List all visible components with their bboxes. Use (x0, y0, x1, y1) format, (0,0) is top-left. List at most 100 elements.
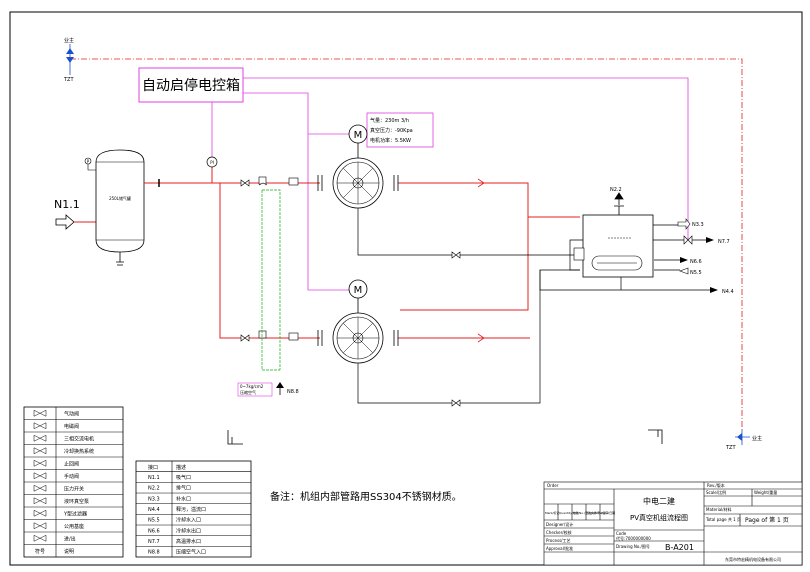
common-base-right (648, 429, 663, 444)
owner-right-label: 业主 (752, 435, 762, 442)
pressure-indicator-icon (206, 156, 218, 168)
port-table-desc: 补水口 (176, 495, 191, 502)
vacuum-header (144, 166, 580, 339)
tb-checker: Checker/校核 (546, 529, 572, 535)
port-n2-2-label: N2.2 (610, 187, 622, 193)
port-table-header-port: 接口 (148, 464, 158, 471)
owner-right: 业主 TZT (725, 430, 762, 451)
port-table-port: N3.3 (148, 496, 160, 502)
inlet-n5-icon (679, 267, 689, 275)
outlet-n4-icon (710, 287, 718, 293)
port-table-port: N4.4 (148, 507, 160, 513)
manual-valve-icon (33, 472, 47, 480)
spec-line-2: 真空压力：-90Kpa (370, 127, 413, 134)
tb-col-file: File No./更改文件号 (573, 510, 600, 515)
tb-rev-label: Rev./版本 (707, 482, 725, 488)
discharge-flow-arrows (477, 178, 485, 343)
legend-item-label: 气动阀 (64, 410, 79, 417)
separator-tank (573, 205, 654, 290)
pressure-switch-icon (33, 484, 47, 492)
owner-top: 业主 TZT (63, 37, 74, 83)
port-n8-8-label: N8.8 (287, 389, 299, 395)
y-strainer-icon (33, 509, 47, 517)
control-signal-lines (211, 77, 689, 291)
legend-item-label: 冷却换热系统 (64, 448, 94, 455)
motor-1-label: M (354, 130, 363, 141)
drawing-border (9, 11, 803, 566)
owner-right-tag: TZT (725, 445, 736, 451)
vacuum-pump-2 (317, 298, 399, 364)
port-table-port: N1.1 (148, 475, 160, 481)
legend-item-label: 手动阀 (64, 473, 79, 480)
port-table-port: N8.8 (148, 550, 160, 556)
n8-port: 0~7kg/cm2 压缩空气 N8.8 (237, 382, 299, 397)
tb-project-title: 中电二建 (643, 496, 675, 506)
pi-label: PI (210, 160, 214, 165)
owner-top-tag: TZT (63, 77, 74, 83)
port-table-desc: 排气口 (176, 485, 191, 492)
spec-box (366, 112, 434, 148)
tb-process: Process/工艺 (546, 538, 571, 543)
port-table-port: N2.2 (148, 486, 160, 492)
exhaust-arrow-icon (614, 192, 624, 205)
port-table-port: N6.6 (148, 528, 160, 534)
port-table-port: N5.5 (148, 518, 160, 524)
three-phase-motor-icon (33, 434, 47, 442)
owner-signal-line (70, 58, 743, 430)
spec-line-1: 气量：230m 3/h (370, 117, 409, 124)
port-table-desc: 压缩空气入口 (176, 549, 206, 556)
tb-col-date: Date/日期 (601, 510, 615, 515)
tank-label: 250L储气罐 (109, 195, 131, 201)
port-table: 接口 描述 N1.1 吸气口 N2.2 排气口 N3.3 补水口 N4.4 释污，溢流口 N5.… (135, 460, 252, 558)
compressed-air-line (261, 189, 281, 371)
cooling-system-icon (33, 447, 47, 455)
port-table-desc: 高温排水口 (176, 538, 201, 545)
upper-line-valves (240, 176, 299, 187)
tb-page-of: Page of 第 1 页 (745, 516, 789, 524)
port-table-desc: 释污，溢流口 (176, 506, 206, 513)
port-n7-7-label: N7.7 (718, 239, 730, 245)
tank-gauge-label: P (87, 159, 90, 164)
tb-weight: Weight/重量 (754, 489, 777, 495)
n8-note-1: 0~7kg/cm2 (240, 384, 264, 389)
in-out-arrow-icon (33, 534, 47, 542)
pneumatic-valve-icon (33, 409, 47, 417)
check-valve-icon (33, 459, 47, 467)
cooling-water-lines (357, 208, 710, 404)
tb-material: Material/材料 (706, 506, 732, 512)
outlet-n6-icon (680, 257, 688, 263)
tb-approval: Approval/批准 (546, 545, 573, 551)
control-box (138, 67, 244, 103)
port-n5-5-label: N5.5 (690, 270, 702, 276)
piping-note: 备注：机组内部管路用SS304不锈钢材质。 (270, 490, 462, 503)
legend-item-label: 电磁阀 (64, 423, 79, 430)
port-table-desc: 吸气口 (176, 474, 191, 481)
tb-order-label: Order (547, 483, 559, 488)
legend-item-label: 液环真空泵 (64, 498, 89, 505)
tb-designer: Designer/设计 (546, 521, 573, 527)
inlet-n3-icon (677, 218, 691, 230)
tb-code-label: Code (616, 531, 627, 536)
port-table-desc: 冷却水入口 (176, 517, 201, 524)
n8-note-2: 压缩空气 (240, 389, 256, 395)
port-n6-6-label: N6.6 (690, 259, 702, 265)
control-box-label: 自动启停电控箱 (142, 77, 240, 94)
owner-top-label: 业主 (64, 37, 74, 44)
tb-drawing-no: B-A201 (665, 543, 694, 552)
tb-col-quantity: Quantity/处数 (559, 510, 579, 515)
storage-tank: 250L储气罐 P (84, 149, 145, 266)
legend-item-label: 压力开关 (64, 485, 84, 492)
motor-2-label: M (354, 285, 363, 296)
port-n1-1-label: N1.1 (54, 198, 80, 211)
tb-drawing-title: PV真空机组流程图 (630, 513, 688, 522)
solenoid-valve-n3-icon (683, 235, 693, 245)
spec-line-3: 电机功率：5.5KW (370, 137, 411, 144)
legend-table: 气动阀电磁阀三相交流电机冷却换热系统止回阀手动阀压力开关液环真空泵Y型过滤器公用… (23, 406, 124, 558)
motor-2-icon (348, 279, 368, 299)
tb-scale: Scale/比例 (706, 489, 726, 495)
solenoid-valve-icon (33, 422, 47, 430)
common-base-left (227, 430, 243, 445)
vacuum-pump-1 (317, 143, 399, 209)
port-table-header-desc: 描述 (176, 464, 186, 471)
